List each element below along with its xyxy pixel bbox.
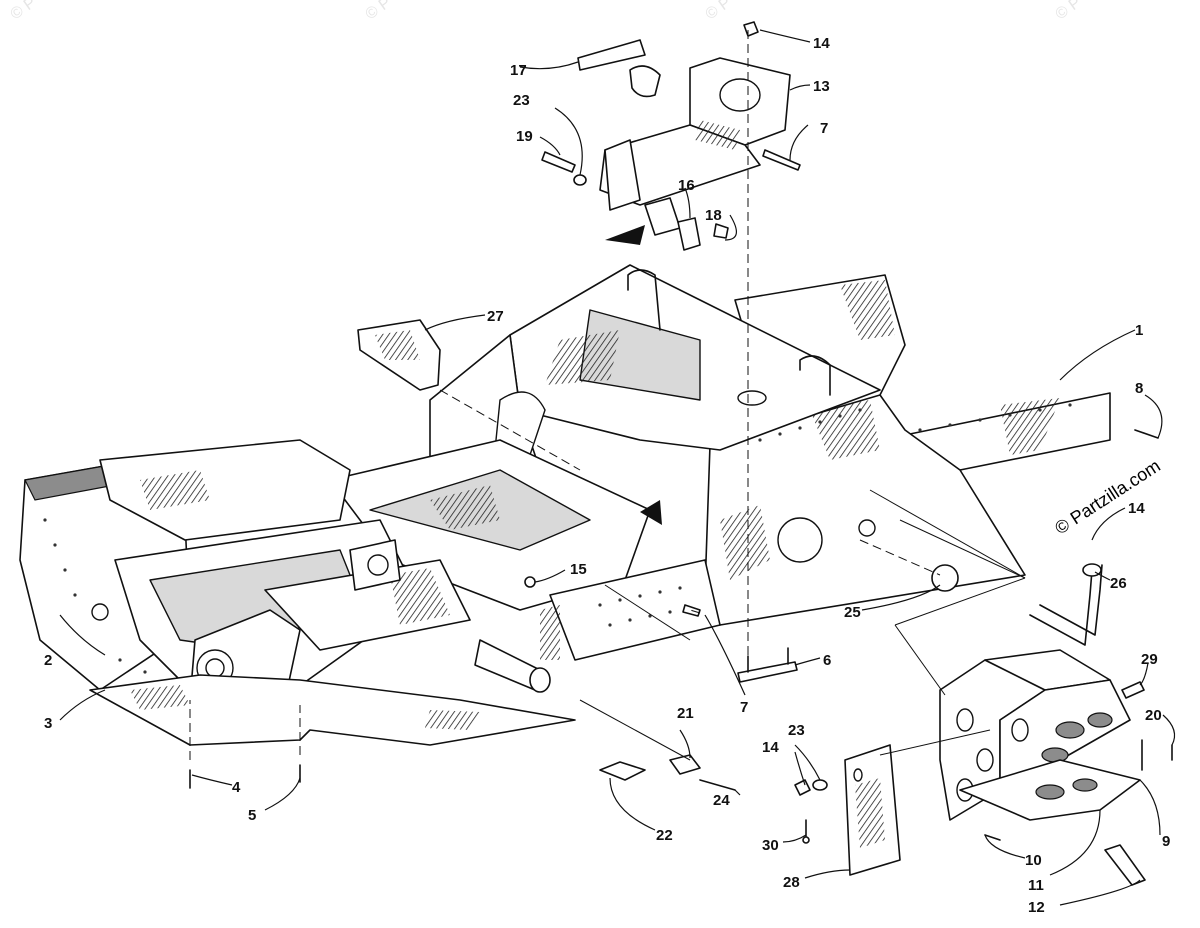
callout-4: 4 [232, 779, 241, 796]
callout-1: 1 [1135, 322, 1143, 339]
callout-7-lower: 7 [740, 699, 748, 716]
callout-21: 21 [677, 705, 694, 722]
callout-12: 12 [1028, 899, 1045, 916]
footrest-assembly [794, 563, 1173, 886]
frame-rivets [598, 403, 1072, 627]
callout-29: 29 [1141, 651, 1158, 668]
belly-pan [89, 674, 576, 746]
bolt-part [541, 151, 576, 173]
steering-support [599, 57, 791, 211]
clip-part [644, 197, 681, 236]
bracket-small [629, 65, 661, 98]
callout-18: 18 [705, 207, 722, 224]
callout-3: 3 [44, 715, 52, 732]
bolt-part [762, 149, 801, 171]
callout-27: 27 [487, 308, 504, 325]
callout-25: 25 [844, 604, 861, 621]
svg-text:© P: © P [1053, 0, 1085, 23]
callout-11: 11 [1028, 877, 1044, 894]
plug-part [931, 564, 959, 592]
callout-17: 17 [510, 62, 527, 79]
callout-10: 10 [1025, 852, 1042, 869]
clamp-part [669, 754, 701, 775]
clip-bracket [677, 217, 701, 251]
callout-14-lower: 14 [762, 739, 779, 756]
stud-plate-part [737, 661, 798, 683]
callout-23-top: 23 [513, 92, 530, 109]
callout-15: 15 [570, 561, 587, 578]
nut-part [743, 21, 759, 37]
cable-tie-part [599, 761, 646, 781]
callout-7-upper: 7 [820, 120, 828, 137]
callout-24: 24 [713, 792, 730, 809]
svg-text:© P: © P [8, 0, 40, 23]
callout-9: 9 [1162, 833, 1170, 850]
partzilla-watermark: © Partzilla.com [1051, 456, 1164, 539]
callout-13: 13 [813, 78, 830, 95]
callout-20: 20 [1145, 707, 1162, 724]
background-watermarks: © P © P © P © P [8, 0, 1085, 23]
callout-22: 22 [656, 827, 673, 844]
callout-labels: 1 2 3 4 5 6 7 7 8 9 10 11 12 13 14 14 14… [44, 35, 1170, 916]
callout-5: 5 [248, 807, 256, 824]
callout-19: 19 [516, 128, 533, 145]
direction-arrow [640, 500, 662, 525]
callout-26: 26 [1110, 575, 1127, 592]
svg-text:© P: © P [703, 0, 735, 23]
callout-16: 16 [678, 177, 695, 194]
grommet-part [524, 576, 536, 588]
plate-part [577, 39, 646, 71]
direction-arrow [605, 225, 645, 245]
nut-part [713, 223, 729, 239]
svg-text:© P: © P [363, 0, 395, 23]
callout-28: 28 [783, 874, 800, 891]
callout-6: 6 [823, 652, 831, 669]
screw-part [699, 779, 736, 791]
callout-23-lower: 23 [788, 722, 805, 739]
callout-2: 2 [44, 652, 52, 669]
front-bumper-assembly [19, 439, 551, 716]
assembly-lines [189, 30, 1026, 761]
callout-30: 30 [762, 837, 779, 854]
callout-14-top: 14 [813, 35, 830, 52]
washer-part [573, 174, 587, 186]
callout-14-right: 14 [1128, 500, 1145, 517]
callout-8: 8 [1135, 380, 1143, 397]
leader-lines [59, 29, 1176, 906]
